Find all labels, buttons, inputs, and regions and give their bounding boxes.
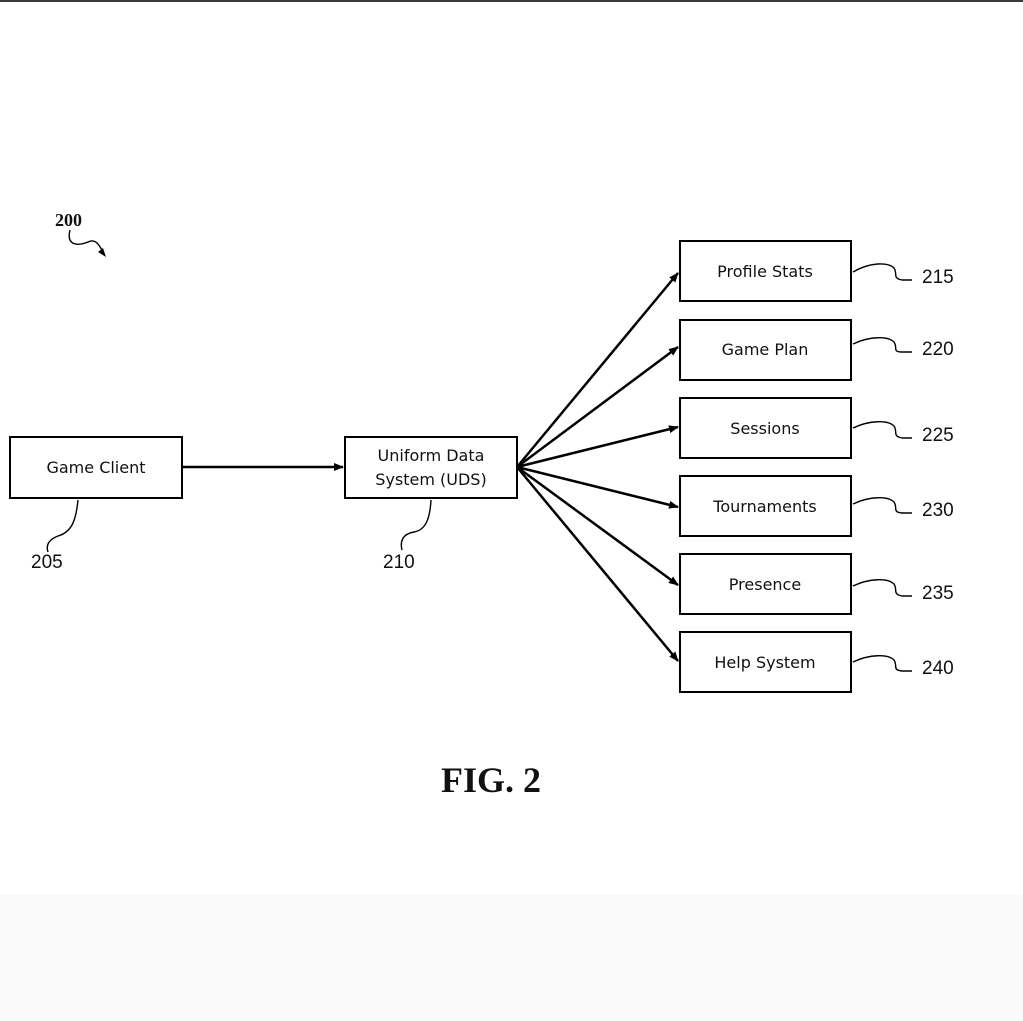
game-plan-ref: 220 xyxy=(922,339,954,360)
uds-ref-pointer xyxy=(400,499,432,551)
presence-ref-pointer xyxy=(852,579,912,597)
presence-box: Presence xyxy=(679,553,852,615)
figure-ref-label: 200 xyxy=(55,210,82,230)
sessions-ref-pointer xyxy=(852,421,912,439)
game-client-ref-pointer xyxy=(46,499,79,553)
arrow-uds-to-sessions xyxy=(516,425,679,469)
tournaments-label: Tournaments xyxy=(712,497,816,516)
uds-label-line2: System (UDS) xyxy=(375,470,486,489)
profile-stats-ref-pointer xyxy=(852,263,912,281)
figure-caption: FIG. 2 xyxy=(441,760,541,800)
figure-ref-pointer-head xyxy=(98,248,106,257)
game-client-box: Game Client xyxy=(9,436,183,499)
profile-stats-box: Profile Stats xyxy=(679,240,852,302)
help-system-ref: 240 xyxy=(922,658,954,679)
uds-box: Uniform Data System (UDS) xyxy=(344,436,518,499)
page-bottom-shade xyxy=(0,895,1023,1021)
uds-label-line1: Uniform Data xyxy=(378,446,485,465)
figure-ref-pointer xyxy=(68,229,105,255)
presence-label: Presence xyxy=(729,575,801,594)
help-system-label: Help System xyxy=(714,653,815,672)
presence-ref: 235 xyxy=(922,583,954,604)
game-client-ref: 205 xyxy=(31,552,63,573)
arrow-uds-to-tournaments xyxy=(516,465,679,509)
arrow-uds-to-profile-stats xyxy=(516,272,679,468)
game-plan-label: Game Plan xyxy=(722,340,809,359)
sessions-ref: 225 xyxy=(922,425,954,446)
tournaments-ref-pointer xyxy=(852,497,912,514)
profile-stats-label: Profile Stats xyxy=(717,262,813,281)
game-plan-box: Game Plan xyxy=(679,319,852,381)
help-system-box: Help System xyxy=(679,631,852,693)
tournaments-ref: 230 xyxy=(922,500,954,521)
uds-ref: 210 xyxy=(383,552,415,573)
arrow-uds-to-presence xyxy=(516,465,679,587)
top-border-line xyxy=(0,0,1023,2)
game-client-label: Game Client xyxy=(46,458,145,477)
tournaments-box: Tournaments xyxy=(679,475,852,537)
help-system-ref-pointer xyxy=(852,655,912,672)
sessions-label: Sessions xyxy=(730,419,799,438)
arrow-uds-to-game-plan xyxy=(516,345,679,469)
sessions-box: Sessions xyxy=(679,397,852,459)
profile-stats-ref: 215 xyxy=(922,267,954,288)
game-plan-ref-pointer xyxy=(852,337,912,353)
arrow-uds-to-help-system xyxy=(516,466,679,662)
